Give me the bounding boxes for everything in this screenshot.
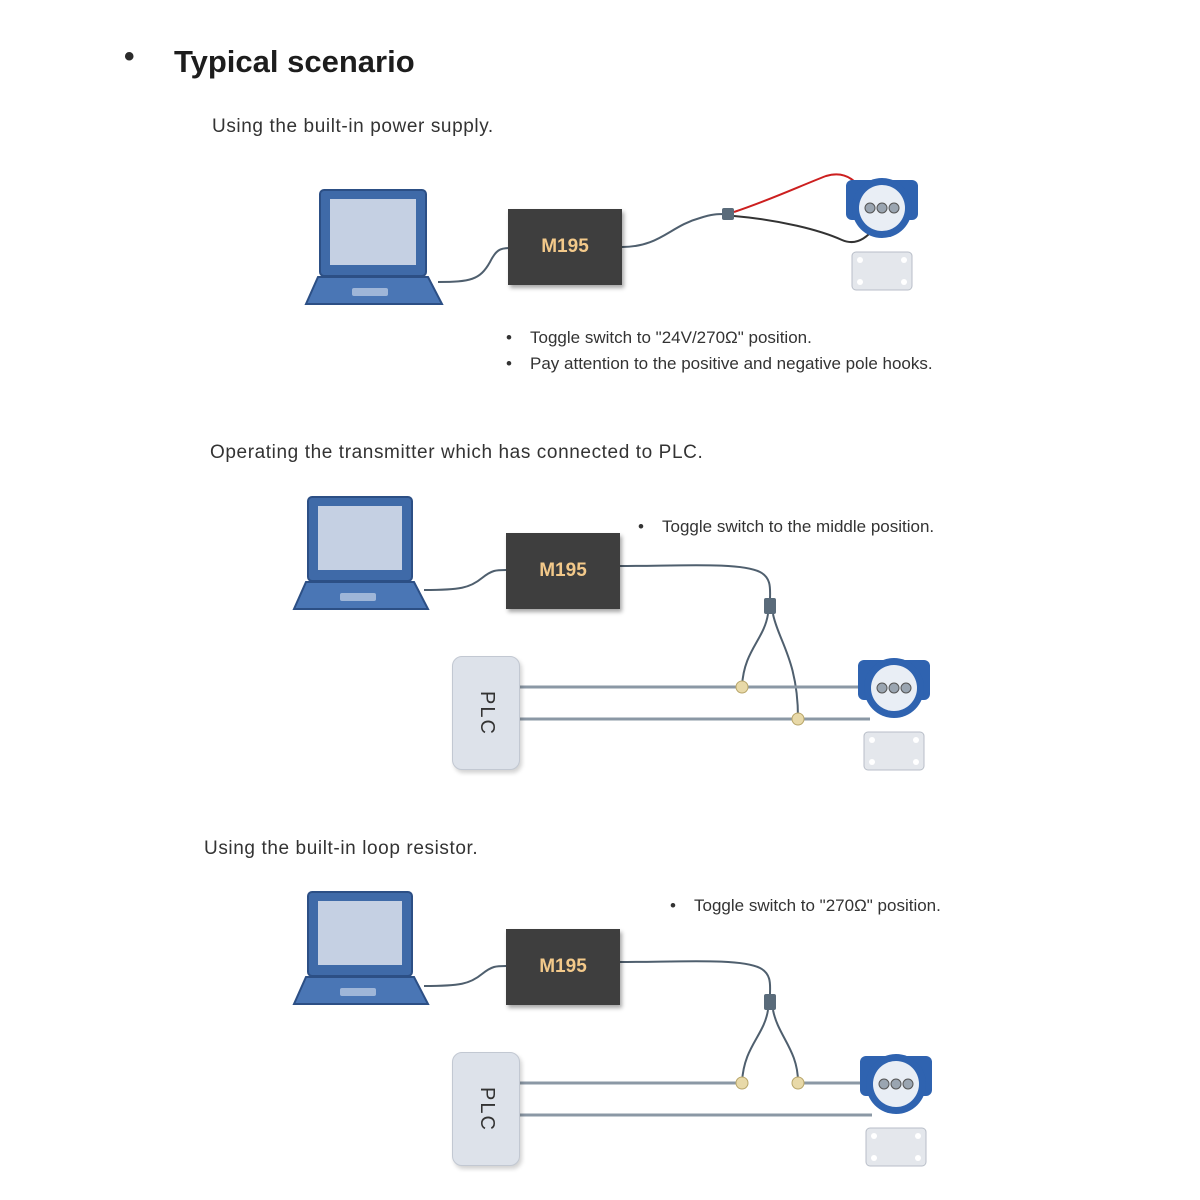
plc-box: PLC: [452, 1052, 520, 1166]
m195-device: M195: [508, 209, 622, 285]
page-title: Typical scenario: [174, 44, 415, 79]
scenario2-note-1: •Toggle switch to the middle position.: [638, 517, 935, 536]
m195-device: M195: [506, 533, 620, 609]
transmitter-icon: [858, 658, 930, 771]
splitter-icon: [764, 994, 776, 1010]
splitter-icon: [764, 598, 776, 614]
splitter-icon: [722, 208, 734, 220]
plc-label: PLC: [475, 690, 498, 736]
scenario1-caption: Using the built-in power supply.: [212, 116, 494, 137]
laptop-icon: [292, 891, 430, 1005]
plc-label: PLC: [475, 1086, 498, 1132]
m195-device: M195: [506, 929, 620, 1005]
scenario1-note-2: •Pay attention to the positive and negat…: [506, 354, 933, 373]
scenario2-caption: Operating the transmitter which has conn…: [210, 442, 704, 463]
scenario3-caption: Using the built-in loop resistor.: [204, 838, 479, 859]
laptop-icon: [304, 189, 444, 305]
scenario1-note-1: •Toggle switch to "24V/270Ω" position.: [506, 328, 812, 347]
title-bullet: •: [124, 40, 135, 73]
transmitter-icon: [860, 1054, 932, 1167]
transmitter-icon: [846, 178, 918, 291]
laptop-icon: [292, 496, 430, 610]
plc-box: PLC: [452, 656, 520, 770]
scenario3-note-1: •Toggle switch to "270Ω" position.: [670, 896, 941, 915]
